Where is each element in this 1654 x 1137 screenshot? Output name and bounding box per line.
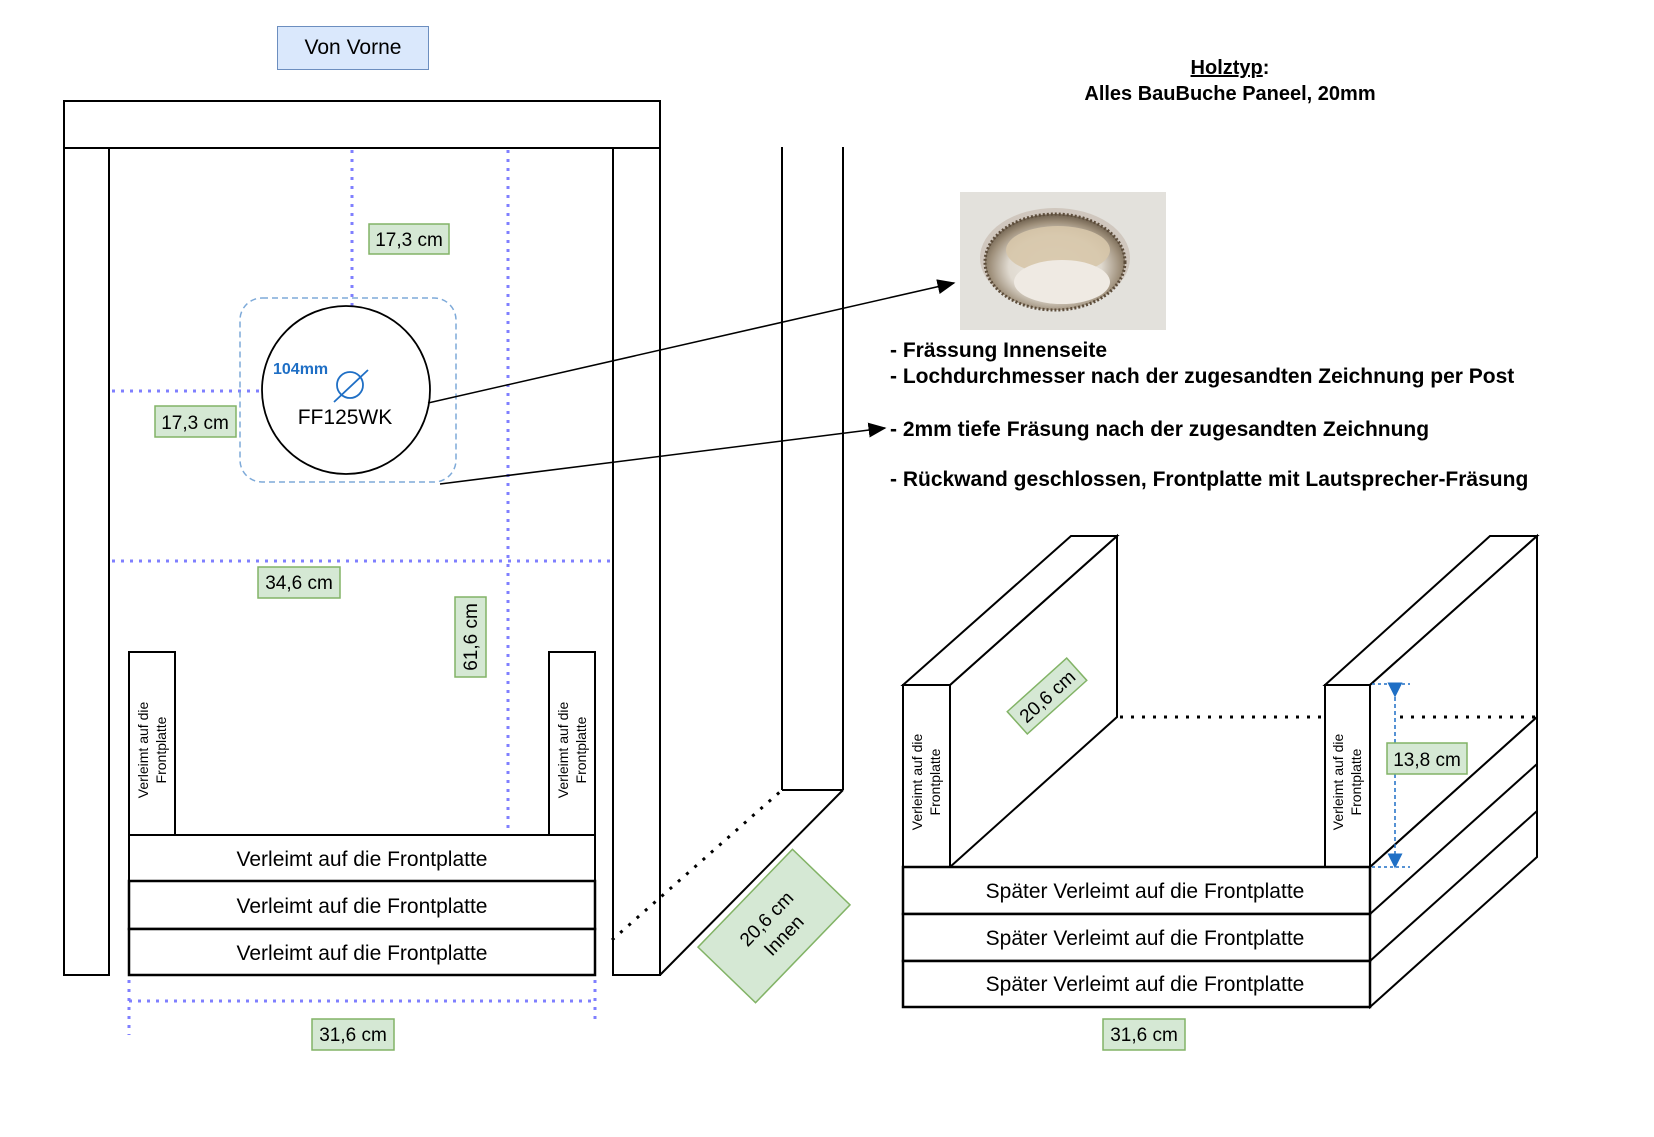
- strip-1: [128, 834, 596, 882]
- driver-diameter-text: 104mm: [273, 361, 328, 378]
- iso-right-text-1: Verleimt auf die: [1330, 734, 1346, 831]
- support-right: [548, 651, 596, 836]
- support-left-text-1: Verleimt auf die: [135, 702, 151, 799]
- dim-height-text: 61,6 cm: [461, 603, 482, 671]
- driver-diameter-line: [333, 369, 369, 403]
- dim-depth-label: 20,6 cm Innen: [696, 848, 852, 1004]
- strip-1-text: Verleimt auf die Frontplatte: [237, 848, 488, 871]
- iso-left-text-2: Frontplatte: [927, 748, 943, 815]
- arrow-to-milling-note: [439, 422, 887, 485]
- strip-2-text: Verleimt auf die Frontplatte: [237, 895, 488, 918]
- iso-width-text: 31,6 cm: [1110, 1025, 1178, 1046]
- strip-2: [127, 879, 597, 931]
- iso-strip-2: [901, 912, 1372, 963]
- support-right-text-2: Frontplatte: [573, 716, 589, 783]
- dim-top-label: [368, 223, 450, 255]
- wood-type-colon: :: [1262, 57, 1270, 79]
- dim-bottom-label: [311, 1018, 395, 1051]
- view-title: Von Vorne: [277, 26, 429, 70]
- strip-3-text: Verleimt auf die Frontplatte: [237, 942, 488, 965]
- strip-3: [127, 927, 597, 977]
- iso-strip-3-text: Später Verleimt auf die Frontplatte: [986, 973, 1305, 996]
- dim-width-label: [257, 566, 341, 599]
- support-right-text-1: Verleimt auf die: [555, 702, 571, 799]
- dim-top-text: 17,3 cm: [375, 230, 443, 251]
- dim-left-text: 17,3 cm: [161, 413, 229, 434]
- iso-strip-3: [901, 959, 1372, 1009]
- wood-type: Holztyp: Alles BauBuche Paneel, 20mm: [1030, 55, 1430, 107]
- arrow-to-photo: [427, 279, 956, 404]
- hole-photo: [960, 192, 1166, 330]
- wood-type-heading: Holztyp: [1190, 57, 1263, 79]
- iso-strip-1: [901, 865, 1372, 916]
- iso-width-label: [1102, 1018, 1186, 1051]
- driver-center-icon: [336, 371, 364, 399]
- dim-bottom-text: 31,6 cm: [319, 1025, 387, 1046]
- iso-right-front: [1324, 684, 1371, 868]
- iso-view: Verleimt auf die Frontplatte Verleimt au…: [900, 533, 1540, 1051]
- view-title-text: Von Vorne: [304, 36, 402, 59]
- dim-width-text: 34,6 cm: [265, 573, 333, 594]
- note-1: - Frässung Innenseite: [890, 339, 1107, 362]
- support-left-text-2: Frontplatte: [153, 716, 169, 783]
- iso-strip-2-text: Später Verleimt auf die Frontplatte: [986, 927, 1305, 950]
- right-panel: [612, 147, 661, 976]
- dim-left-label: [154, 405, 237, 438]
- iso-height-label: [1386, 742, 1468, 775]
- note-4: - Rückwand geschlossen, Frontplatte mit …: [890, 468, 1528, 491]
- milling-outline: [239, 297, 457, 483]
- depth-side: 20,6 cm Innen: [611, 147, 852, 1004]
- iso-right-text-2: Frontplatte: [1348, 748, 1364, 815]
- driver-model-text: FF125WK: [298, 406, 393, 429]
- top-panel: [63, 100, 661, 149]
- iso-height-text: 13,8 cm: [1393, 750, 1461, 771]
- iso-strip-1-text: Später Verleimt auf die Frontplatte: [986, 880, 1305, 903]
- note-2: - Lochdurchmesser nach der zugesandten Z…: [890, 365, 1514, 388]
- front-view: 104mm FF125WK Verleimt auf die Frontplat…: [63, 100, 661, 1051]
- wood-type-value: Alles BauBuche Paneel, 20mm: [1084, 83, 1376, 105]
- dim-height-label: [454, 596, 487, 678]
- left-panel: [63, 147, 110, 976]
- note-3: - 2mm tiefe Fräsung nach der zugesandten…: [890, 418, 1429, 441]
- iso-left-text-1: Verleimt auf die: [909, 734, 925, 831]
